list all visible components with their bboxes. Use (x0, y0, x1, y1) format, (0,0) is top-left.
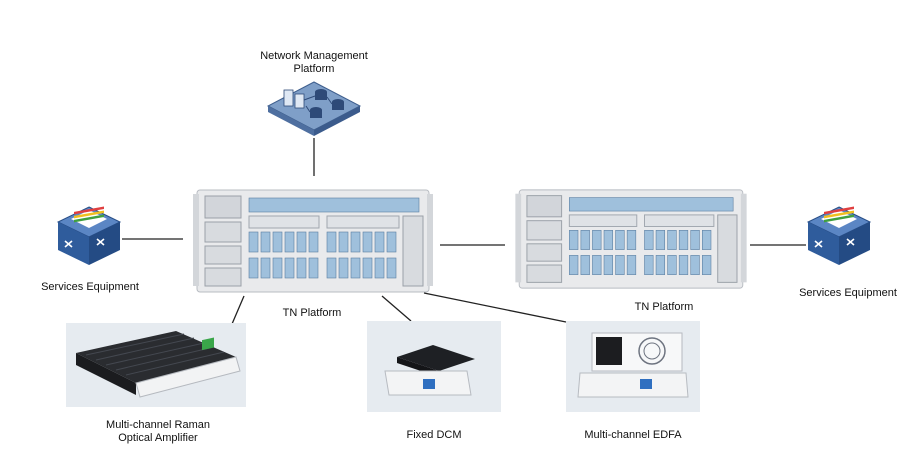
tn-platform-left (193, 189, 433, 293)
tn-left-label: TN Platform (282, 307, 342, 319)
raman-label-line1: Multi-channel Raman (106, 419, 210, 431)
nms-label-line2: Platform (293, 63, 335, 75)
link-tn-dcm (381, 295, 412, 322)
network-management-icon (266, 81, 362, 136)
fixed-dcm-photo (367, 321, 501, 412)
raman-label: Multi-channel Raman Optical Amplifier (80, 419, 236, 445)
fixed-dcm-label: Fixed DCM (406, 429, 462, 441)
raman-amplifier-photo (66, 323, 246, 407)
services-switch-icon-right (806, 206, 872, 265)
link-tn-edfa (423, 292, 567, 323)
tn-right-label: TN Platform (634, 301, 694, 313)
raman-label-line2: Optical Amplifier (118, 432, 198, 444)
nms-label: Network Management Platform (240, 50, 388, 76)
edfa-photo (566, 321, 700, 412)
services-left-label: Services Equipment (41, 281, 139, 293)
services-right-label: Services Equipment (799, 287, 897, 299)
edfa-label: Multi-channel EDFA (584, 429, 682, 441)
link-tn-raman (231, 295, 245, 325)
nms-label-line1: Network Management (260, 50, 368, 62)
tn-platform-right (515, 189, 747, 289)
services-switch-icon-left (56, 206, 122, 265)
